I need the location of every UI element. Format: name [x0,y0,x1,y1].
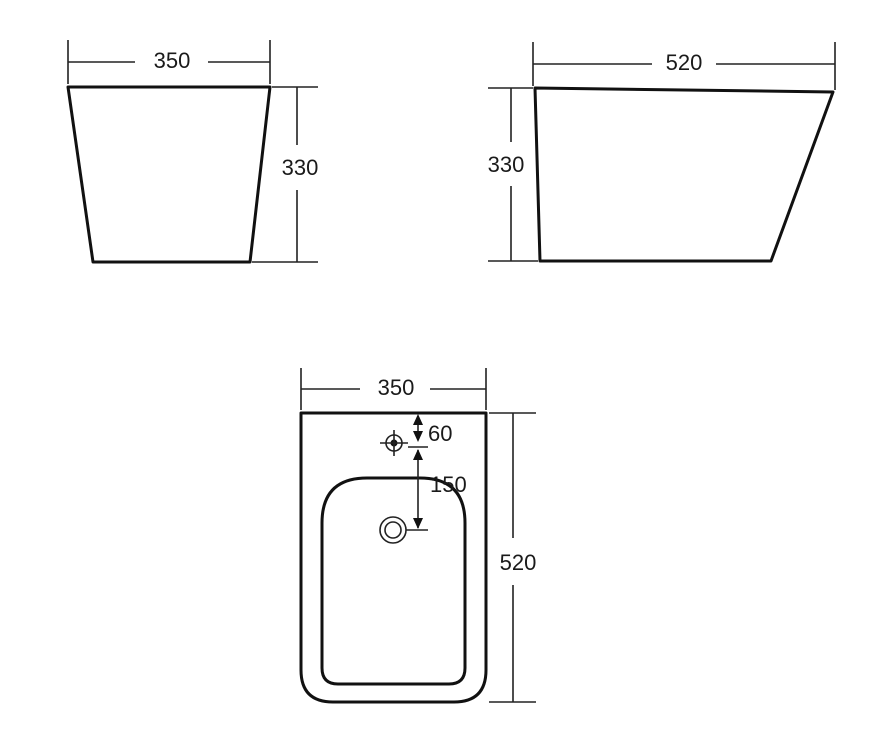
side-view-outline [533,86,835,263]
tap-offset-dimension: 60 [408,414,452,448]
drain-marker [379,516,428,544]
side-length-dimension: 520 [532,42,836,90]
bowl-outline [320,476,467,686]
drain-inner-ring [384,521,402,539]
top-length-dimension: 520 [489,412,537,703]
drain-offset-arrow-down [413,518,423,529]
front-width-label: 350 [154,48,191,73]
top-view: 350 520 60 150 [299,368,537,704]
drain-outer-ring [379,516,407,544]
front-view: 350 330 [66,40,319,264]
top-length-label: 520 [500,550,537,575]
tap-offset-arrow-up [413,414,423,425]
top-view-outline [299,411,488,704]
tap-offset-label: 60 [428,421,452,446]
drain-offset-dimension: 150 [413,449,467,529]
drain-offset-label: 150 [430,472,467,497]
tap-offset-arrow-down [413,431,423,442]
drain-offset-arrow-up [413,449,423,460]
side-view: 520 330 [488,42,836,263]
side-length-label: 520 [666,50,703,75]
side-height-dimension: 330 [488,87,538,262]
front-width-dimension: 350 [67,40,271,84]
front-view-outline [66,85,272,264]
front-height-label: 330 [282,155,319,180]
front-height-dimension: 330 [252,86,319,263]
top-width-label: 350 [378,375,415,400]
side-height-label: 330 [488,152,525,177]
top-width-dimension: 350 [300,368,487,410]
tap-hole-marker [380,430,408,456]
